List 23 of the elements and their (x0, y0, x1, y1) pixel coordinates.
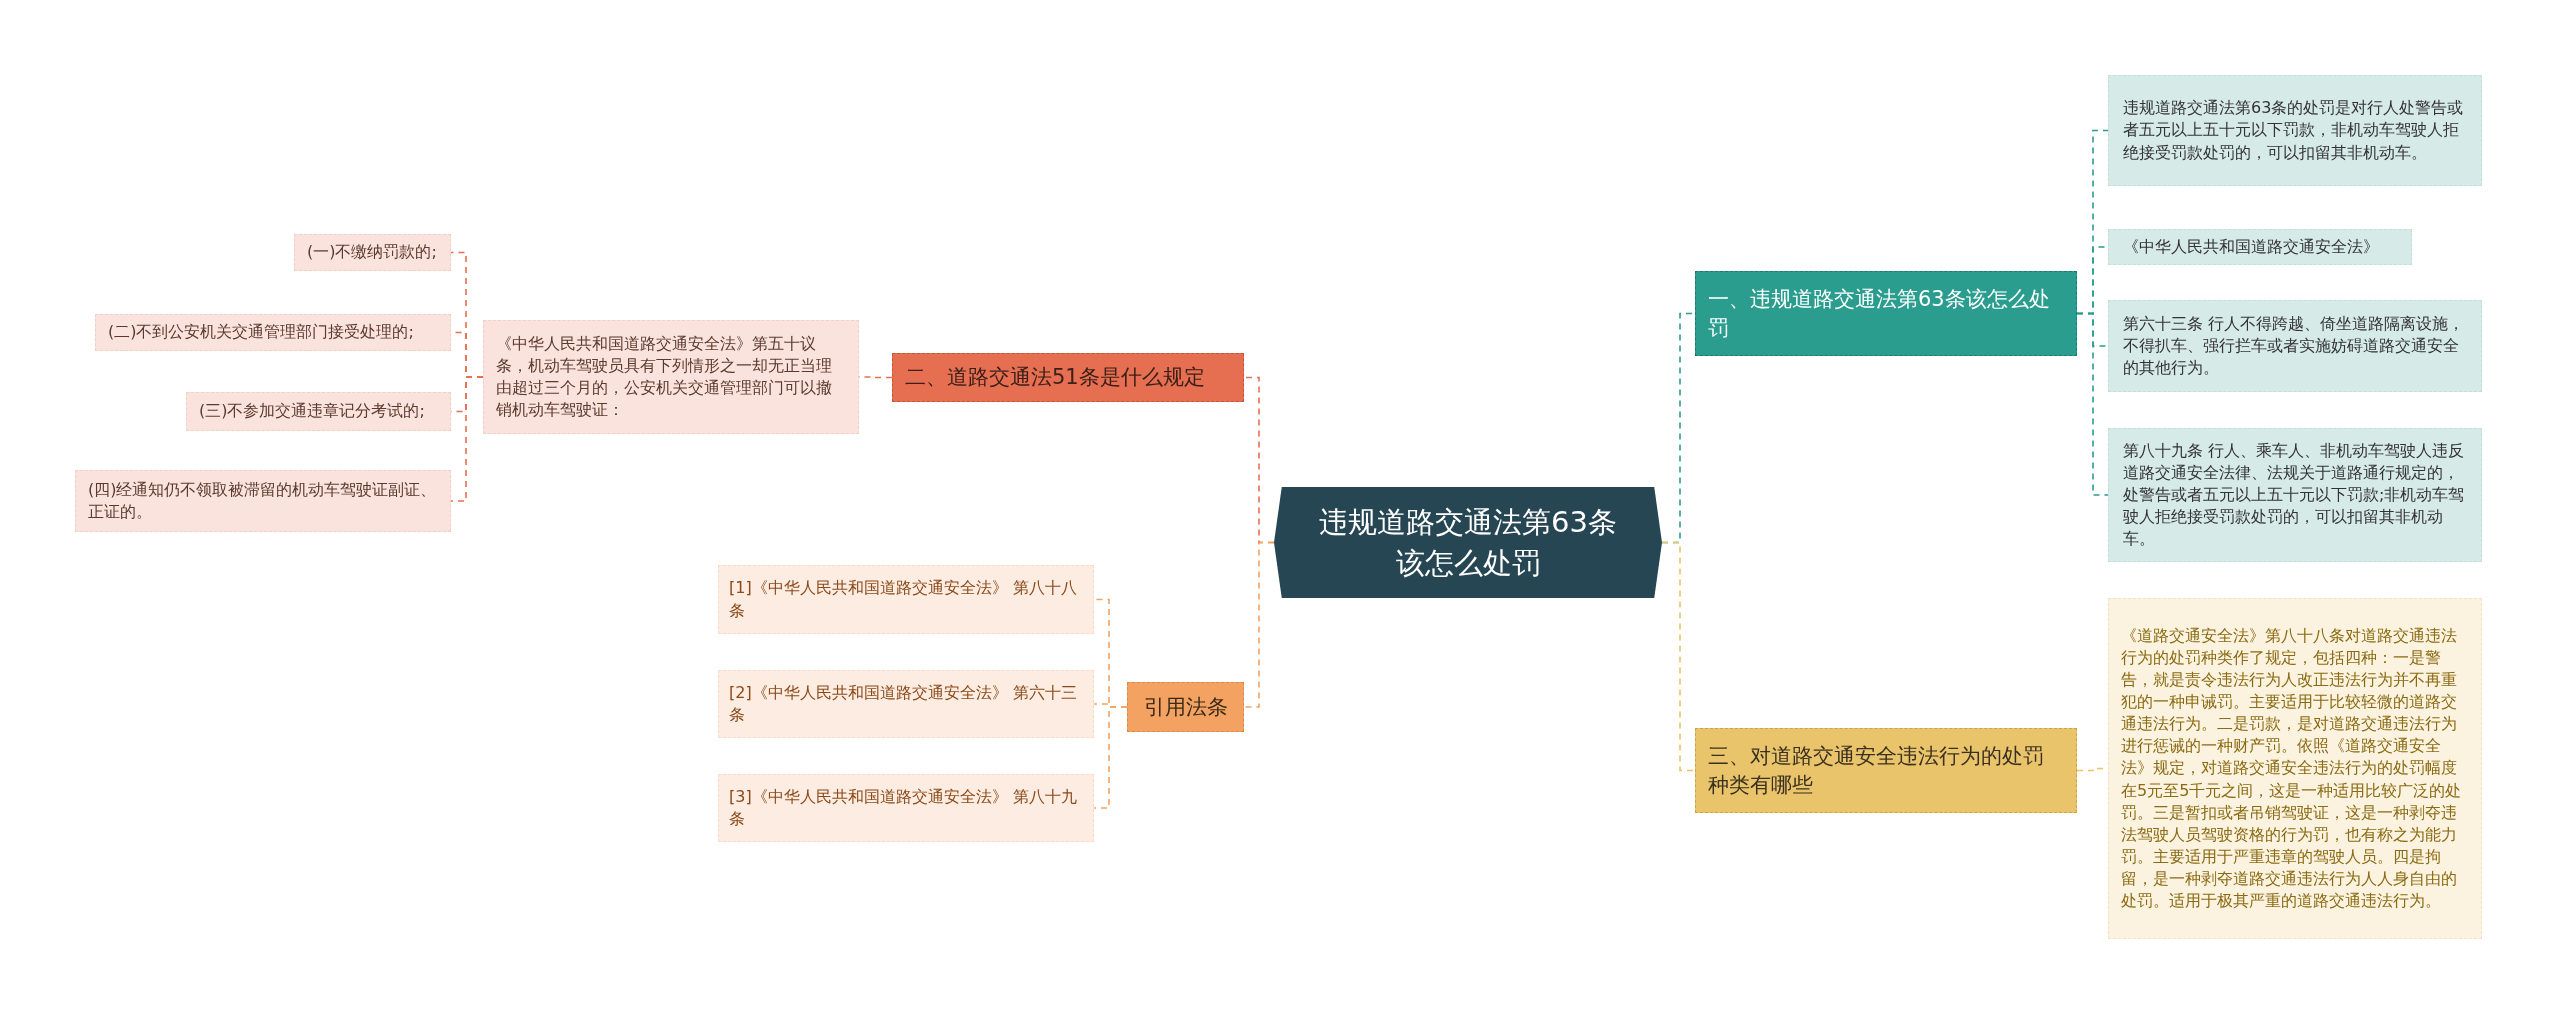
detail-box: (四)经通知仍不领取被滞留的机动车驾驶证副证、正证的。 (75, 470, 451, 532)
detail-box: 第八十九条 行人、乘车人、非机动车驾驶人违反道路交通安全法律、法规关于道路通行规定的，处警告或者五元以上五十元以下罚款;非机动车驾驶人拒绝接受罚款处罚的，可以扣留其非机动车。 (2108, 428, 2482, 562)
detail-box: [2]《中华人民共和国道路交通安全法》 第六十三条 (718, 670, 1094, 738)
branch-topic: 引用法条 (1127, 682, 1244, 732)
detail-box: [3]《中华人民共和国道路交通安全法》 第八十九条 (718, 774, 1094, 842)
connector-line (450, 376, 484, 502)
branch-topic: 三、对道路交通安全违法行为的处罚种类有哪些 (1695, 728, 2077, 813)
connector-line (1243, 541, 1275, 708)
branch-topic: 一、违规道路交通法第63条该怎么处罚 (1695, 271, 2077, 356)
connector-line (1093, 706, 1128, 809)
connector-line (2076, 312, 2109, 496)
detail-box: 《中华人民共和国道路交通安全法》 (2108, 229, 2412, 266)
detail-box: (三)不参加交通违章记分考试的; (186, 392, 451, 431)
detail-box: 《道路交通安全法》第八十八条对道路交通违法行为的处罚种类作了规定，包括四种：一是警告，就是责令违法行为人改正违法行为并不再重犯的一种申诫罚。主要适用于比较轻微的道路交通违法行为。二是罚款，是对道路交通违法行为进行惩诫的一种财产罚。依照《道路交通安全法》规定，对道路交通安全违法行为的处罚幅度在5元至5千元之间，这是一种适用比较广泛的处罚。三是暂扣或者吊销驾驶证，这是一种剥夺违法驾驶人员驾驶资格的行为罚，也有称之为能力罚。主要适用于严重违章的驾驶人员。四是拘留，是一种剥夺道路交通违法行为人人身自由的处罚。适用于极其严重的道路交通违法行为。 (2108, 598, 2482, 939)
connector-line (1661, 541, 1696, 772)
central-topic: 违规道路交通法第63条该怎么处罚 (1274, 487, 1662, 598)
detail-box: (二)不到公安机关交通管理部门接受处理的; (95, 314, 451, 351)
detail-box: 第六十三条 行人不得跨越、倚坐道路隔离设施，不得扒车、强行拦车或者实施妨碍道路交通安全的其他行为。 (2108, 300, 2482, 392)
detail-box: (一)不缴纳罚款的; (294, 234, 451, 271)
branch-topic: 二、道路交通法51条是什么规定 (892, 353, 1244, 402)
detail-box: [1]《中华人民共和国道路交通安全法》 第八十八条 (718, 565, 1094, 634)
detail-box: 《中华人民共和国道路交通安全法》第五十议条，机动车驾驶员具有下列情形之一却无正当理由超过三个月的，公安机关交通管理部门可以撤销机动车驾驶证： (483, 320, 859, 434)
detail-box: 违规道路交通法第63条的处罚是对行人处警告或者五元以上五十元以下罚款，非机动车驾驶人拒绝接受罚款处罚的，可以扣留其非机动车。 (2108, 75, 2482, 186)
